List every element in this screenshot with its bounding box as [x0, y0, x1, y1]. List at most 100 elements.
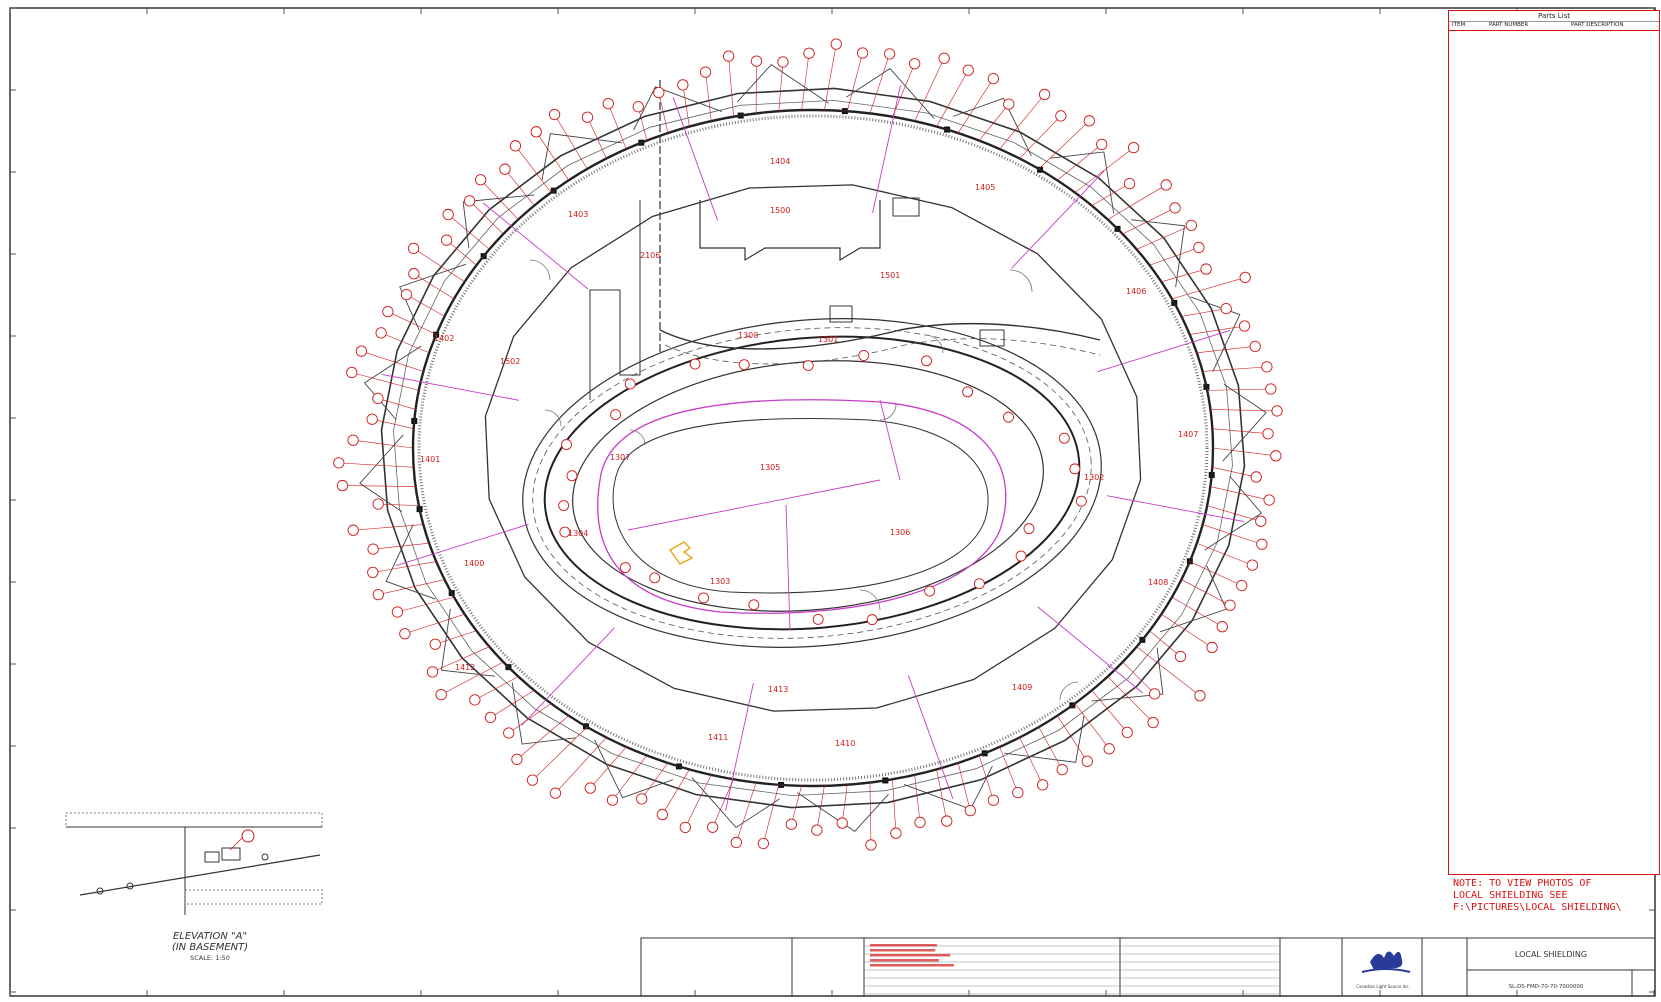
callout-balloon	[866, 614, 878, 626]
drawing-title: LOCAL SHIELDING	[1514, 950, 1588, 959]
callout-leader	[778, 61, 784, 112]
callout-leader	[869, 53, 890, 114]
callout-balloon	[372, 498, 384, 510]
callout-balloon	[1239, 271, 1251, 284]
callout-leader	[351, 372, 419, 391]
callout-balloon	[391, 606, 404, 618]
section-divider-line	[381, 374, 520, 401]
callout-balloon	[632, 101, 644, 113]
title-block-red-line	[870, 944, 937, 947]
callout-balloon	[1083, 115, 1095, 127]
callout-leader	[824, 44, 837, 111]
labyrinth-tooth	[1204, 475, 1263, 551]
callout-balloon	[1148, 688, 1161, 700]
callout-balloon	[399, 628, 411, 640]
note-line-2: LOCAL SHIELDING SEE	[1453, 890, 1568, 901]
callout-balloon	[1015, 550, 1027, 562]
callout-balloon	[1224, 599, 1236, 611]
callout-leader	[480, 179, 519, 220]
outer-shield-wall	[380, 87, 1246, 809]
callout-leader	[342, 485, 416, 487]
callout-leader	[1181, 308, 1227, 317]
section-label: 1410	[835, 739, 855, 748]
callout-balloon	[1160, 179, 1172, 191]
callout-balloon	[987, 72, 1000, 85]
callout-balloon	[1270, 450, 1282, 462]
section-divider-line	[1106, 495, 1245, 522]
callout-leader	[1107, 184, 1167, 220]
callout-leader	[1038, 726, 1063, 770]
drawing-number: SL-DS-FMD-70-70-7000000	[1508, 984, 1584, 990]
callout-leader	[1161, 268, 1207, 283]
booster-beamline	[543, 335, 1081, 631]
booster-ring-dashed	[532, 327, 1092, 639]
callout-balloon	[619, 562, 631, 573]
callout-leader	[869, 782, 872, 845]
part-callouts	[333, 38, 1283, 851]
labyrinth-tooth	[1190, 296, 1241, 372]
company-logo	[1361, 951, 1411, 973]
elevation-caption-title: ELEVATION "A"	[172, 931, 248, 942]
callout-balloon	[656, 808, 669, 821]
callout-leader	[532, 726, 588, 781]
section-label: 1406	[1126, 287, 1146, 296]
callout-balloon	[803, 47, 815, 59]
callout-leader	[353, 439, 414, 449]
callout-leader	[641, 762, 669, 800]
callout-leader	[1202, 524, 1262, 545]
callout-balloon	[333, 457, 345, 469]
callout-balloon	[1058, 432, 1070, 444]
section-label: 1404	[770, 157, 790, 166]
callout-leader	[936, 70, 969, 127]
callout-balloon	[730, 836, 742, 849]
callout-leader	[432, 646, 490, 673]
measurement-room	[699, 200, 881, 262]
callout-leader	[508, 703, 552, 734]
title-block-red-text	[870, 944, 954, 967]
ring-plan-view	[359, 64, 1267, 832]
callout-leader	[978, 755, 994, 801]
callout-leader	[338, 462, 414, 468]
callout-balloon	[750, 55, 763, 67]
section-divider-line	[1011, 170, 1105, 269]
callout-balloon	[941, 815, 953, 827]
col-part-number-header: PART NUMBER	[1489, 22, 1529, 28]
callout-leader	[587, 117, 607, 159]
callout-balloon	[435, 688, 447, 701]
callout-balloon	[1220, 302, 1232, 315]
callout-leader	[353, 524, 424, 531]
section-divider-line	[395, 523, 529, 567]
callout-balloon	[484, 711, 497, 724]
callout-leader	[554, 114, 588, 170]
callout-balloon	[757, 837, 769, 850]
callout-leader	[435, 630, 477, 645]
callout-balloon	[921, 355, 932, 367]
callout-leader	[1161, 613, 1213, 648]
callout-balloon	[964, 804, 976, 817]
callout-balloon	[649, 572, 661, 584]
note-line-1: NOTE: TO VIEW PHOTOS OF	[1453, 878, 1592, 889]
callout-leader	[1057, 144, 1102, 181]
section-label: 1403	[568, 210, 588, 219]
booster-ring-outer	[522, 318, 1102, 648]
callout-leader	[361, 350, 424, 372]
callout-balloon	[442, 208, 454, 221]
callout-balloon	[1096, 138, 1108, 151]
callout-balloon	[830, 38, 842, 50]
callout-leader	[373, 542, 430, 550]
section-divider-line	[482, 202, 589, 290]
callout-balloon	[440, 234, 453, 246]
callout-balloon	[584, 782, 596, 794]
callout-leader	[607, 103, 627, 150]
callout-leader	[387, 311, 437, 335]
callout-balloon	[1249, 340, 1261, 353]
section-divider-line	[627, 479, 881, 531]
callout-balloon	[924, 585, 936, 597]
callout-balloon	[1056, 763, 1068, 776]
section-divider-line	[1097, 329, 1231, 373]
callout-balloon	[355, 345, 368, 357]
section-label: 2106	[640, 251, 660, 260]
section-label: 1302	[1084, 473, 1104, 482]
callout-leader	[1091, 690, 1128, 733]
